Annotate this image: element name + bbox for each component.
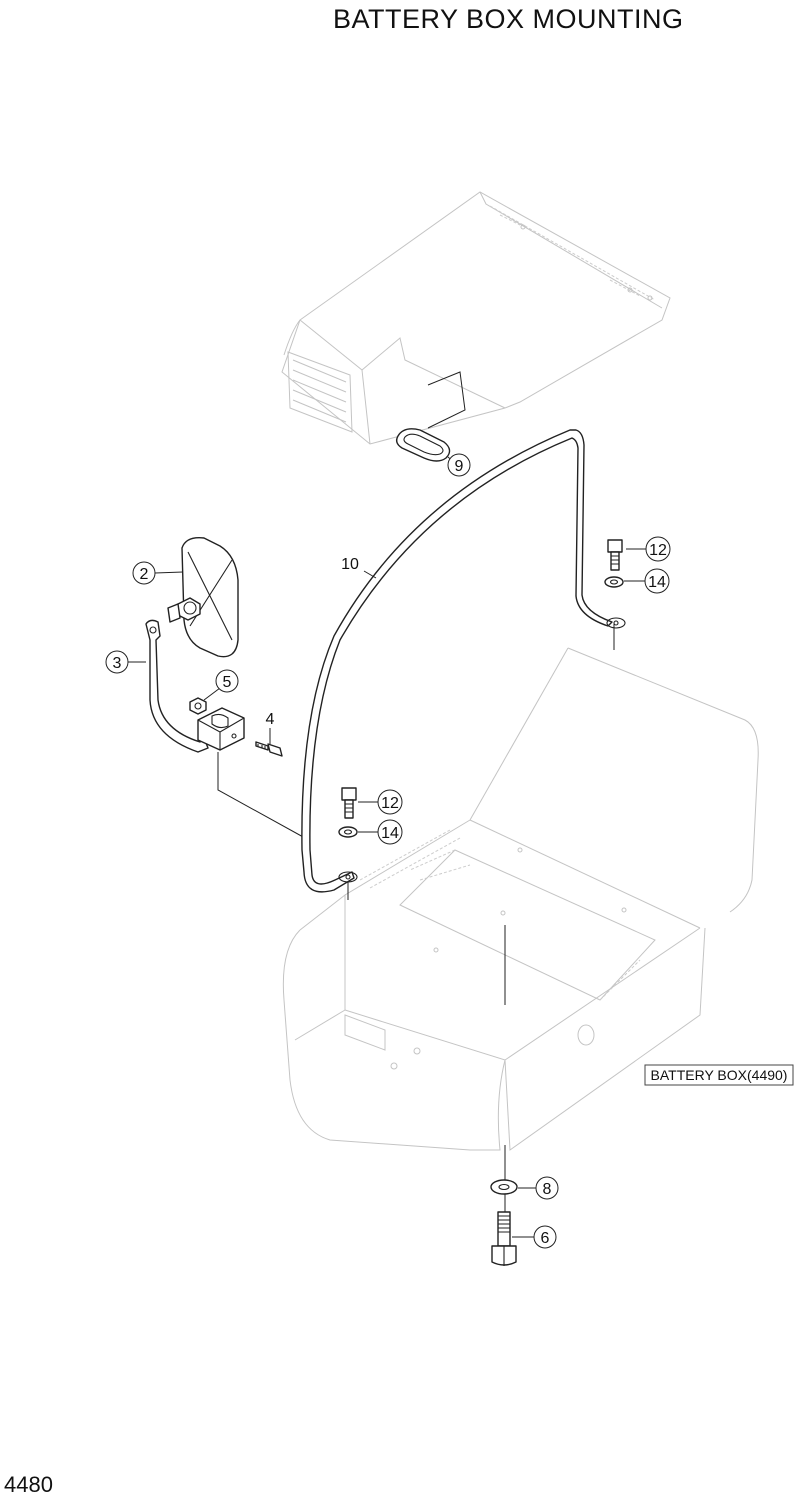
ghost-upper-cover (281, 191, 671, 445)
assembly-center-lines (217, 371, 615, 1212)
diagram-title: BATTERY BOX MOUNTING (333, 4, 684, 34)
callout-14-lower: 14 (377, 819, 403, 845)
svg-text:14: 14 (648, 574, 666, 591)
bolt-lower (341, 787, 357, 819)
callout-4: 4 (266, 711, 275, 728)
support-rod (301, 429, 626, 893)
small-bolt (255, 741, 283, 757)
mirror-lamp (167, 537, 239, 658)
callout-8: 8 (535, 1176, 559, 1200)
hex-bolt-bottom (491, 1211, 517, 1266)
svg-text:5: 5 (223, 674, 232, 691)
bolt-upper (607, 539, 623, 571)
svg-text:12: 12 (381, 795, 399, 812)
callout-9: 9 (447, 453, 471, 477)
clamp-block (189, 697, 245, 751)
svg-text:14: 14 (381, 825, 399, 842)
svg-text:10: 10 (341, 556, 359, 573)
svg-text:4: 4 (266, 711, 275, 728)
callout-leaders (128, 456, 646, 1238)
page-number: 4480 (4, 1472, 53, 1497)
svg-text:9: 9 (455, 458, 464, 475)
svg-text:3: 3 (113, 655, 122, 672)
washer-lower (338, 826, 358, 838)
callout-12-upper: 12 (645, 536, 671, 562)
svg-text:12: 12 (649, 542, 667, 559)
washer-bottom (490, 1179, 518, 1195)
grommet (395, 428, 451, 462)
washer-upper (604, 576, 624, 588)
callout-10: 10 (341, 556, 359, 573)
svg-text:2: 2 (140, 566, 149, 583)
callout-2: 2 (132, 561, 156, 585)
svg-text:8: 8 (543, 1181, 552, 1198)
callout-14-upper: 14 (644, 568, 670, 594)
svg-text:6: 6 (541, 1230, 550, 1247)
callout-5: 5 (215, 669, 239, 693)
callout-12-lower: 12 (377, 789, 403, 815)
bracket-arm (145, 619, 209, 753)
ghost-battery-box (282, 647, 759, 1151)
callout-6: 6 (533, 1225, 557, 1249)
battery-box-reference: BATTERY BOX(4490) (644, 1064, 794, 1086)
svg-text:BATTERY BOX(4490): BATTERY BOX(4490) (651, 1067, 788, 1083)
callout-3: 3 (105, 650, 129, 674)
